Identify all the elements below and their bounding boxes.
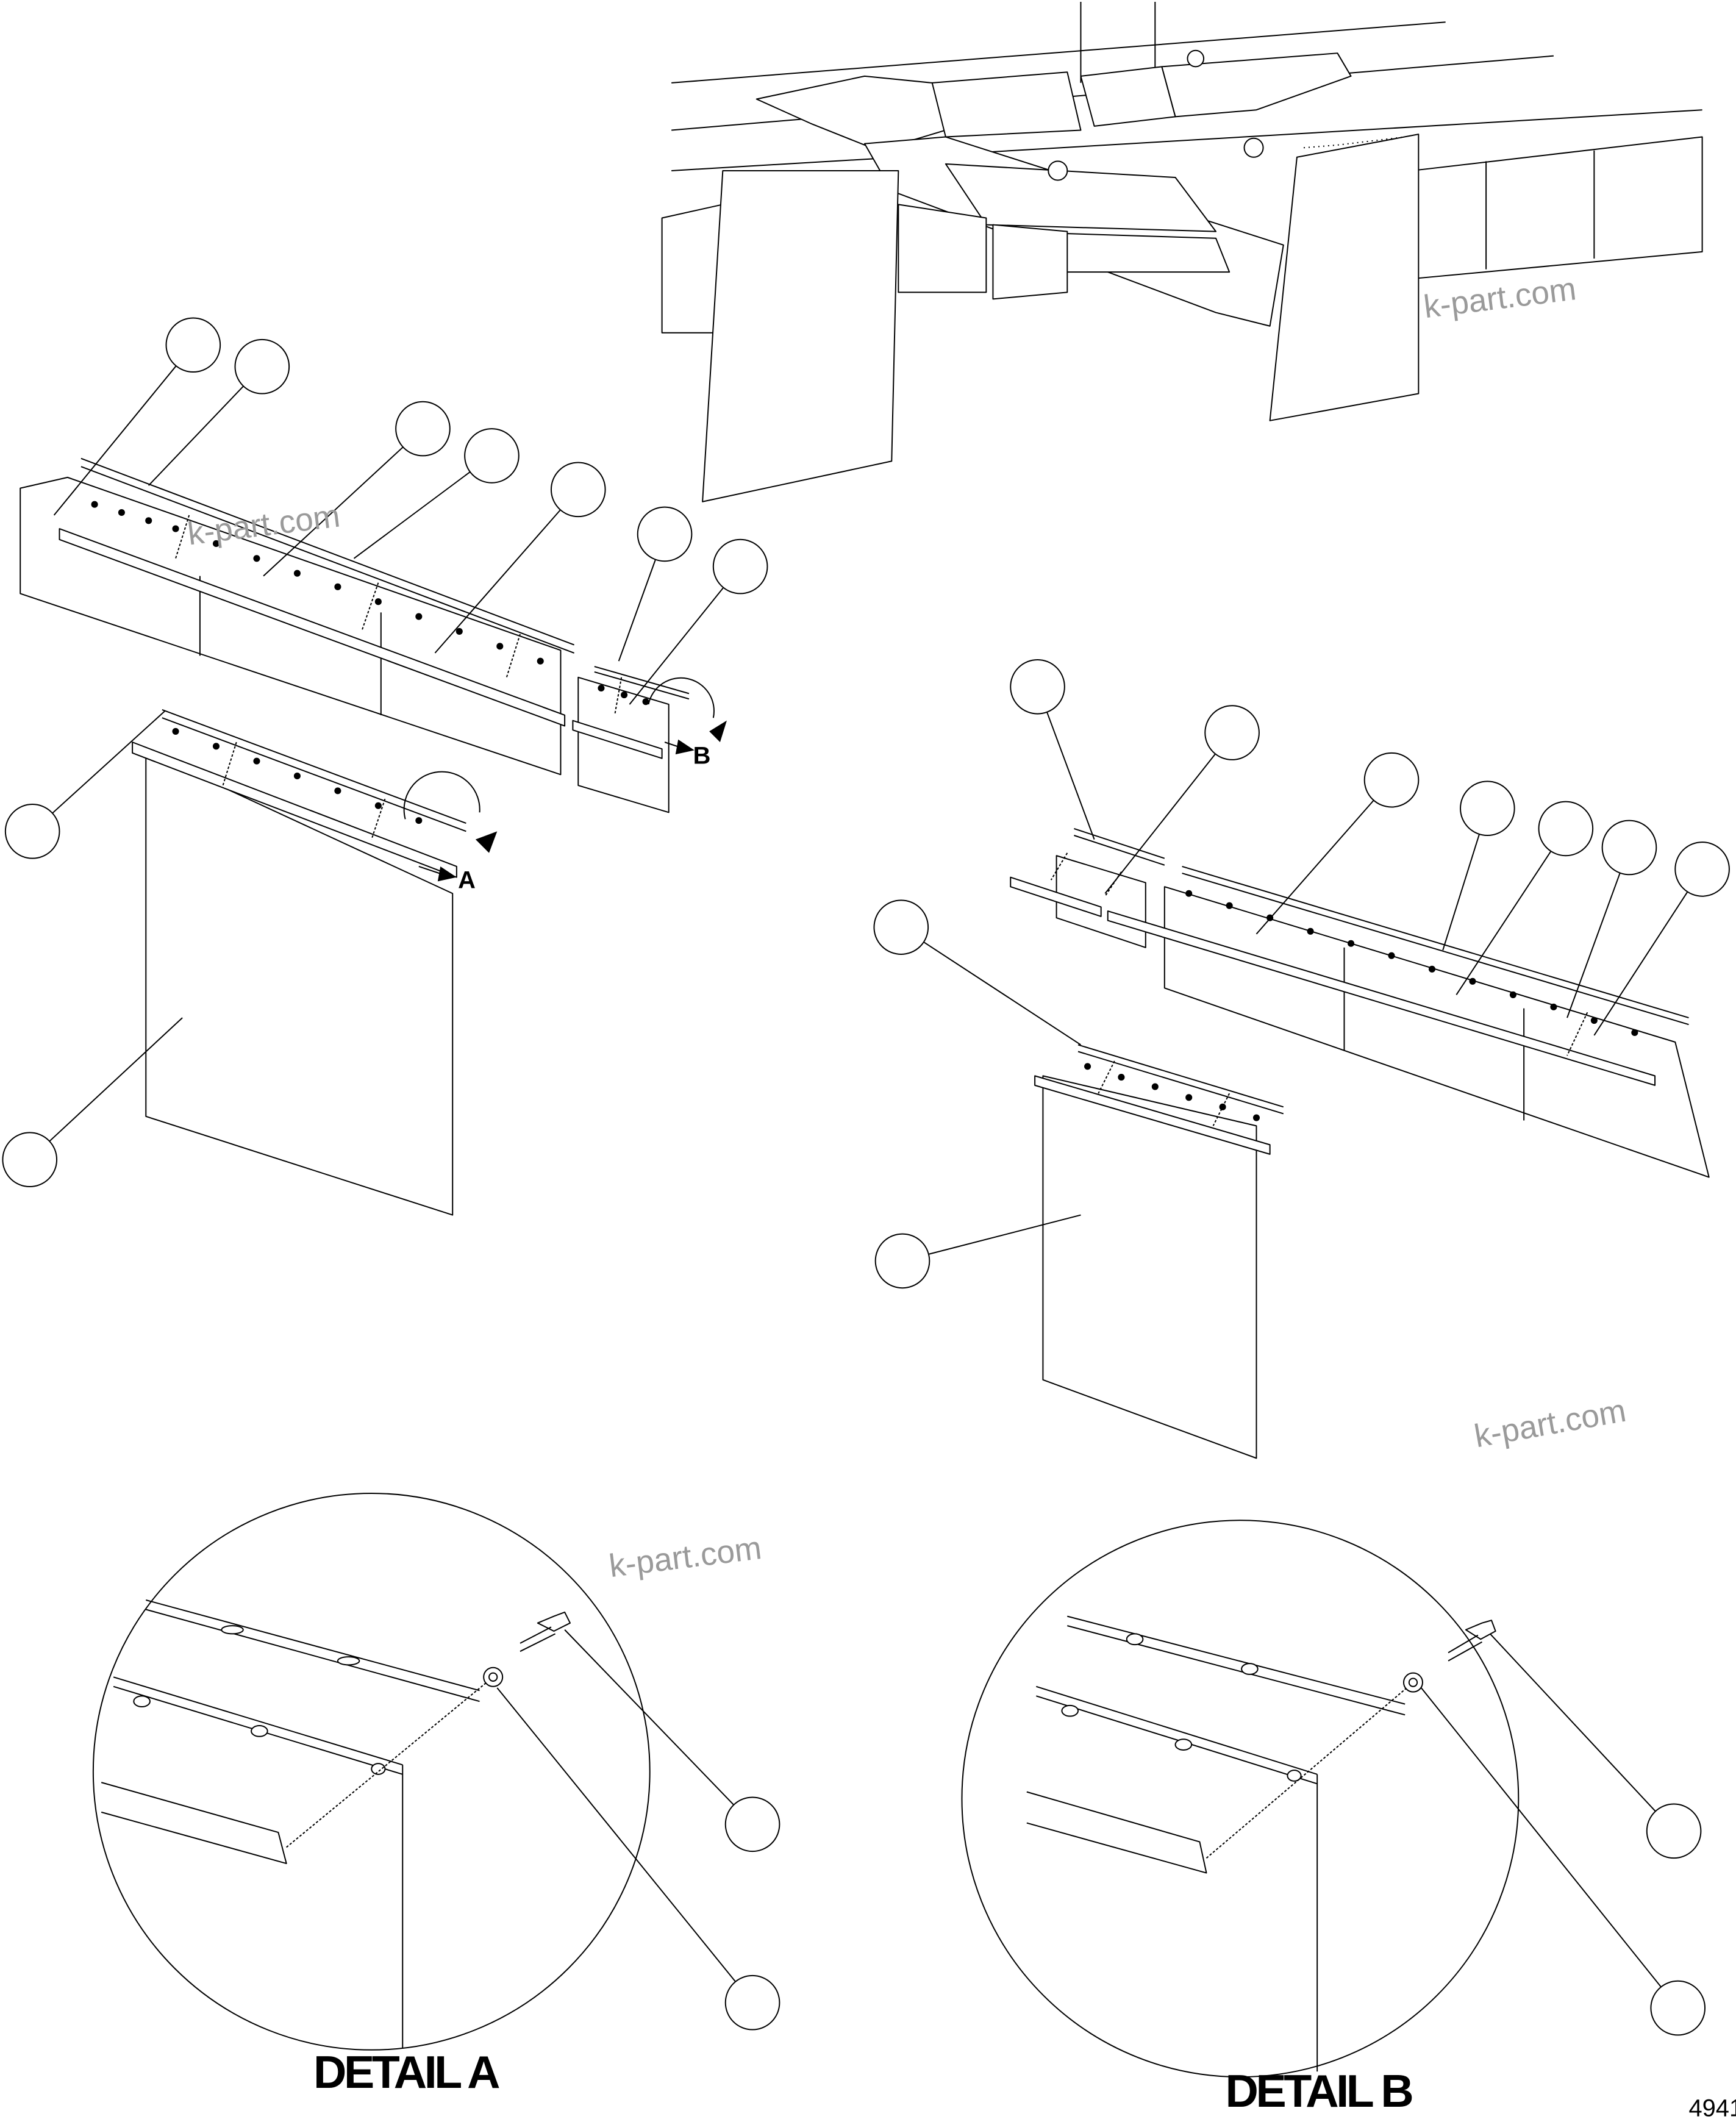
callout-leader: [263, 447, 403, 576]
left-mudflap-assembly: [20, 459, 727, 1215]
callout-balloon: [235, 340, 290, 394]
callout-balloon: [1602, 821, 1657, 875]
callout-balloon: [876, 1234, 930, 1288]
callout-leader: [54, 366, 176, 515]
watermark: k-part.com: [1471, 1393, 1629, 1455]
callout-leader: [1490, 1634, 1656, 1811]
callout-leader: [149, 386, 244, 485]
callout-balloon: [166, 318, 221, 372]
callout-balloon: [874, 900, 928, 954]
watermark: k-part.com: [1422, 271, 1578, 325]
callout-leader: [49, 1018, 182, 1141]
callout-leader: [1421, 1688, 1661, 1987]
callout-balloon: [1675, 842, 1729, 896]
callout-balloon: [726, 1976, 780, 2030]
callout-leader: [629, 588, 723, 704]
detail-b-marker: B: [693, 743, 711, 770]
callout-balloon: [1460, 781, 1515, 835]
callout-leader: [929, 1215, 1081, 1254]
callout-balloon: [396, 402, 450, 456]
callout-balloon: [726, 1797, 780, 1851]
callout-leader: [1256, 800, 1373, 934]
callout-balloon: [1647, 1804, 1701, 1859]
callout-leader: [565, 1630, 734, 1805]
detail-a-marker: A: [458, 866, 476, 893]
callout-balloon: [1010, 660, 1065, 714]
detail-b-view: [962, 1520, 1518, 2077]
callout-leader: [1594, 892, 1687, 1035]
watermark: k-part.com: [185, 498, 341, 552]
figure-code: 49416: [1688, 2095, 1736, 2121]
callout-leader: [1567, 873, 1620, 1018]
callout-balloon: [5, 804, 60, 859]
callout-balloon: [1365, 753, 1419, 807]
right-mudflap-assembly: [1010, 829, 1709, 1458]
callout-leader: [497, 1688, 735, 1982]
callout-balloon: [465, 429, 519, 483]
detail-a-title: DETAIL A: [313, 2046, 499, 2098]
callout-leader: [1105, 754, 1215, 893]
callout-balloon: [1651, 1981, 1705, 2035]
callout-balloon: [638, 507, 692, 562]
detail-a-view: [93, 1493, 650, 2050]
callout-balloon: [1539, 802, 1593, 856]
detail-b-title: DETAIL B: [1226, 2065, 1412, 2117]
callout-leader: [354, 472, 470, 559]
callout-balloon: [713, 540, 768, 594]
callout-balloon: [551, 463, 605, 517]
callout-leader: [1443, 834, 1479, 950]
callout-balloon: [2, 1132, 57, 1187]
callout-balloons: [2, 318, 1729, 2035]
callout-leader: [1456, 851, 1551, 995]
callout-leader: [924, 942, 1081, 1045]
callout-leader: [619, 560, 655, 662]
callout-leader: [52, 711, 165, 813]
callout-leader: [1047, 712, 1095, 840]
chassis-overview: [662, 2, 1702, 502]
callout-balloon: [1205, 706, 1259, 760]
callout-leader: [435, 510, 560, 653]
watermark: k-part.com: [607, 1530, 763, 1584]
